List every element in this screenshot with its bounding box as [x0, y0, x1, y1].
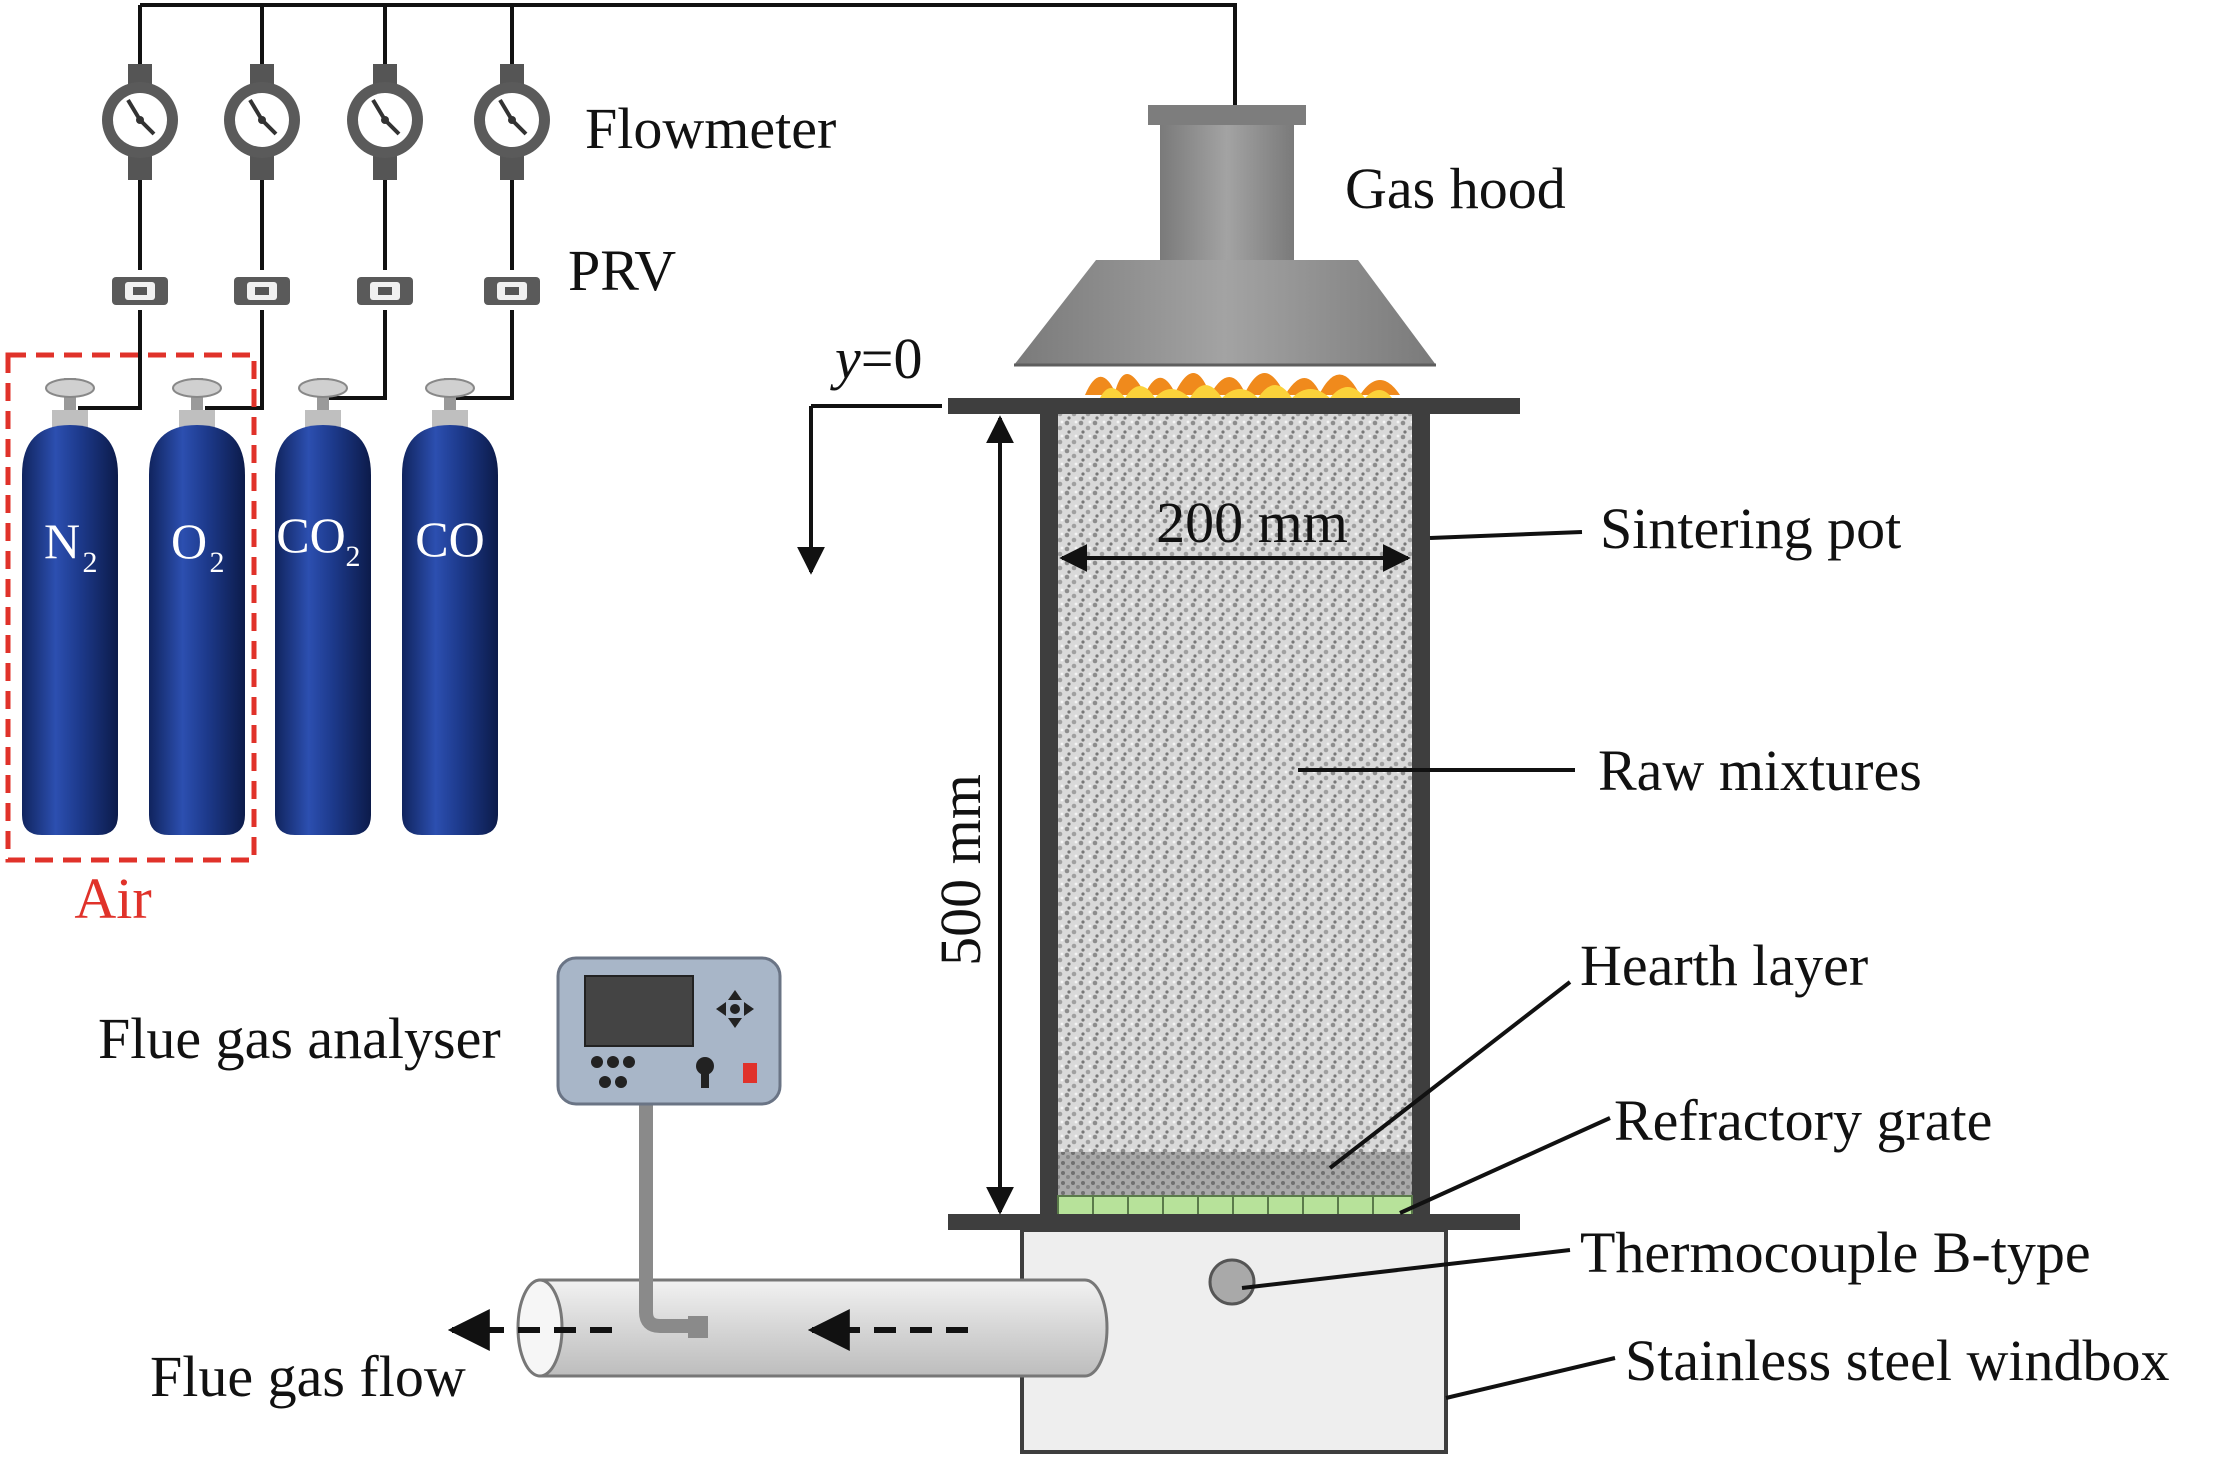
hearth-layer-label: Hearth layer — [1580, 933, 1868, 998]
callout-lines — [1241, 530, 1616, 1400]
y-zero-label: y=0 — [830, 326, 922, 391]
gas-hood — [1014, 105, 1436, 367]
prv-valve-icon — [234, 277, 290, 305]
bottom-flange — [948, 1214, 1520, 1230]
keypad-icon — [591, 1056, 635, 1088]
flue-gas-flow-label: Flue gas flow — [150, 1344, 466, 1409]
power-button-icon — [743, 1063, 757, 1083]
thermocouple-label: Thermocouple B-type — [1580, 1220, 2091, 1285]
cylinder-formula: O — [171, 513, 207, 569]
cylinder-formula: N — [44, 513, 80, 569]
windbox-label: Stainless steel windbox — [1625, 1328, 2170, 1393]
flue-gas-analyser-label: Flue gas analyser — [98, 1006, 501, 1071]
cylinder-subscript: 2 — [83, 546, 98, 579]
flowmeter-gauge-icon — [224, 64, 300, 180]
prv-valve-icon — [357, 277, 413, 305]
air-group-box — [5, 352, 257, 863]
raw-mixtures-label: Raw mixtures — [1598, 738, 1922, 803]
flowmeter-gauge-icon — [347, 64, 423, 180]
gas-cylinder: CO — [402, 378, 498, 835]
flowmeter-gauge-icon — [474, 64, 550, 180]
sintering-pot-label: Sintering pot — [1600, 496, 1901, 561]
gas-cylinder: O 2 — [149, 378, 245, 835]
prv-valve-icon — [484, 277, 540, 305]
cylinder-subscript: 2 — [210, 546, 225, 579]
hearth-layer-bed — [1058, 1152, 1412, 1196]
cylinder-formula: CO — [415, 511, 484, 567]
refractory-grate-label: Refractory grate — [1614, 1088, 1992, 1153]
height-dimension-label: 500 mm — [928, 774, 993, 966]
gas-cylinders: N 2 O 2 CO 2 CO — [22, 378, 498, 835]
thermocouple-icon — [1208, 1258, 1256, 1306]
flowmeter-gauge-icon — [102, 64, 178, 180]
flowmeter-group — [102, 64, 550, 180]
key-switch-icon — [696, 1057, 714, 1088]
prv-valve-icon — [112, 277, 168, 305]
analyser-probe — [639, 1102, 700, 1333]
raw-mixtures-bed — [1058, 414, 1412, 1152]
gas-cylinder: N 2 — [22, 378, 118, 835]
cylinder-formula: CO — [276, 507, 345, 563]
cylinder-subscript: 2 — [346, 540, 361, 573]
prv-label: PRV — [568, 238, 676, 303]
sintering-pot — [948, 398, 1520, 1214]
gas-cylinder: CO 2 — [275, 378, 371, 835]
width-dimension-label: 200 mm — [1156, 490, 1348, 555]
direction-pad-icon — [716, 990, 754, 1028]
flue-gas-analyser — [556, 956, 782, 1106]
gas-supply-lines — [78, 3, 1237, 410]
air-label: Air — [74, 866, 151, 931]
gas-hood-label: Gas hood — [1345, 156, 1566, 221]
flowmeter-label: Flowmeter — [585, 96, 836, 161]
prv-group — [112, 277, 540, 305]
analyser-screen — [584, 975, 694, 1047]
